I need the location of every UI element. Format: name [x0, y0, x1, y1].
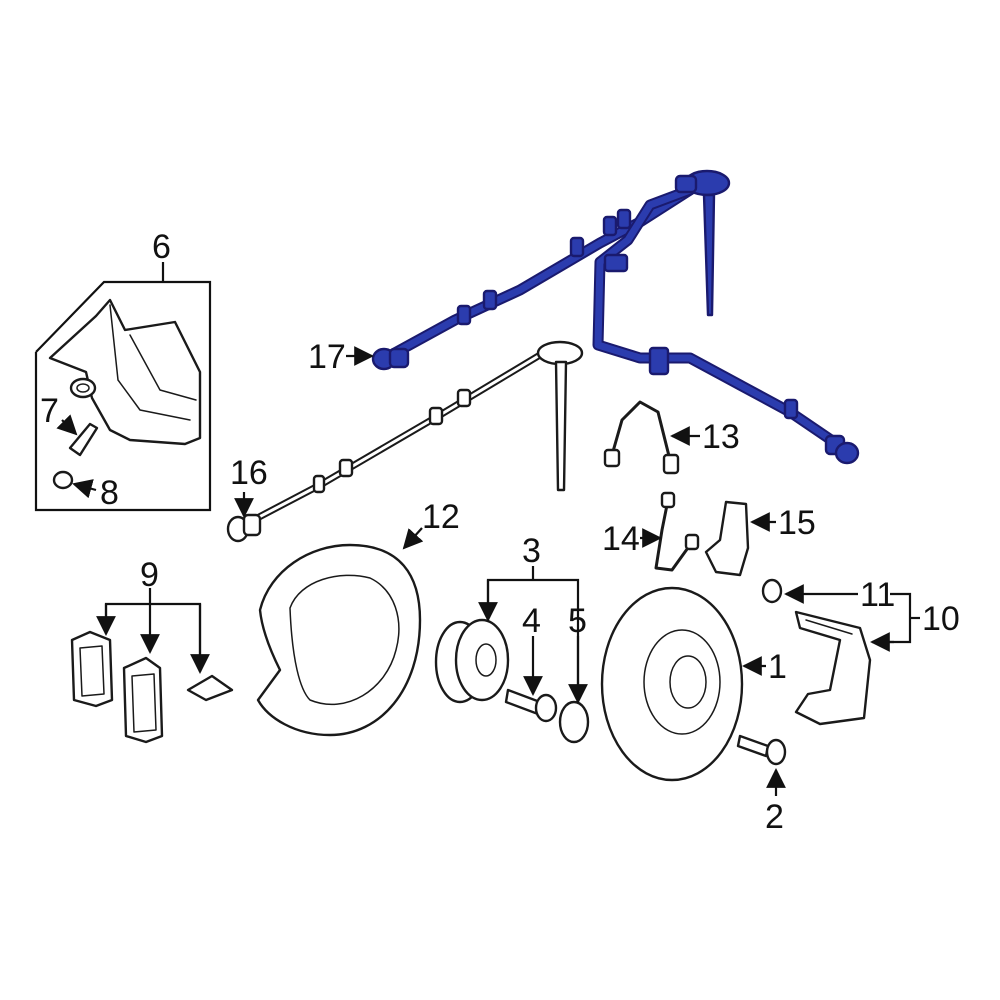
dust-cap[interactable]	[558, 700, 590, 744]
callout-4: 4	[522, 602, 541, 640]
callout-9: 9	[140, 556, 159, 594]
callout-16: 16	[230, 454, 268, 492]
hub-bolt[interactable]	[504, 688, 558, 723]
rotor-screw[interactable]	[736, 734, 787, 766]
backing-plate[interactable]	[256, 543, 422, 737]
speed-sensor-15[interactable]	[704, 500, 750, 577]
callout-13: 13	[702, 418, 740, 456]
bushing[interactable]	[761, 578, 783, 604]
callout-11: 11	[860, 576, 895, 614]
callout-1: 1	[768, 648, 787, 686]
callout-2: 2	[765, 798, 784, 836]
callout-14: 14	[602, 520, 640, 558]
caliper-bracket[interactable]	[794, 610, 872, 726]
wear-sensor-14[interactable]	[654, 491, 700, 572]
leader-lines	[56, 262, 920, 796]
callout-7: 7	[40, 392, 59, 430]
callout-15: 15	[778, 504, 816, 542]
callout-12: 12	[422, 498, 460, 536]
callout-5: 5	[568, 602, 587, 640]
callout-6: 6	[152, 228, 171, 266]
callout-3: 3	[522, 532, 541, 570]
abs-sensor-cable[interactable]	[226, 340, 584, 543]
callout-10: 10	[922, 600, 960, 638]
wear-sensor-13[interactable]	[603, 400, 680, 475]
callout-labels: 1 2 3 4 5 6 7 8 9 10 11 12 13 14 15 16 1…	[40, 228, 960, 836]
abs-wiring-harness-highlighted[interactable]	[371, 169, 860, 465]
brake-pads[interactable]	[70, 630, 234, 744]
wheel-hub[interactable]	[434, 618, 510, 704]
callout-17: 17	[308, 338, 346, 376]
brake-caliper-assembly[interactable]	[34, 280, 212, 512]
brake-rotor[interactable]	[600, 586, 744, 782]
callout-8: 8	[100, 474, 119, 512]
